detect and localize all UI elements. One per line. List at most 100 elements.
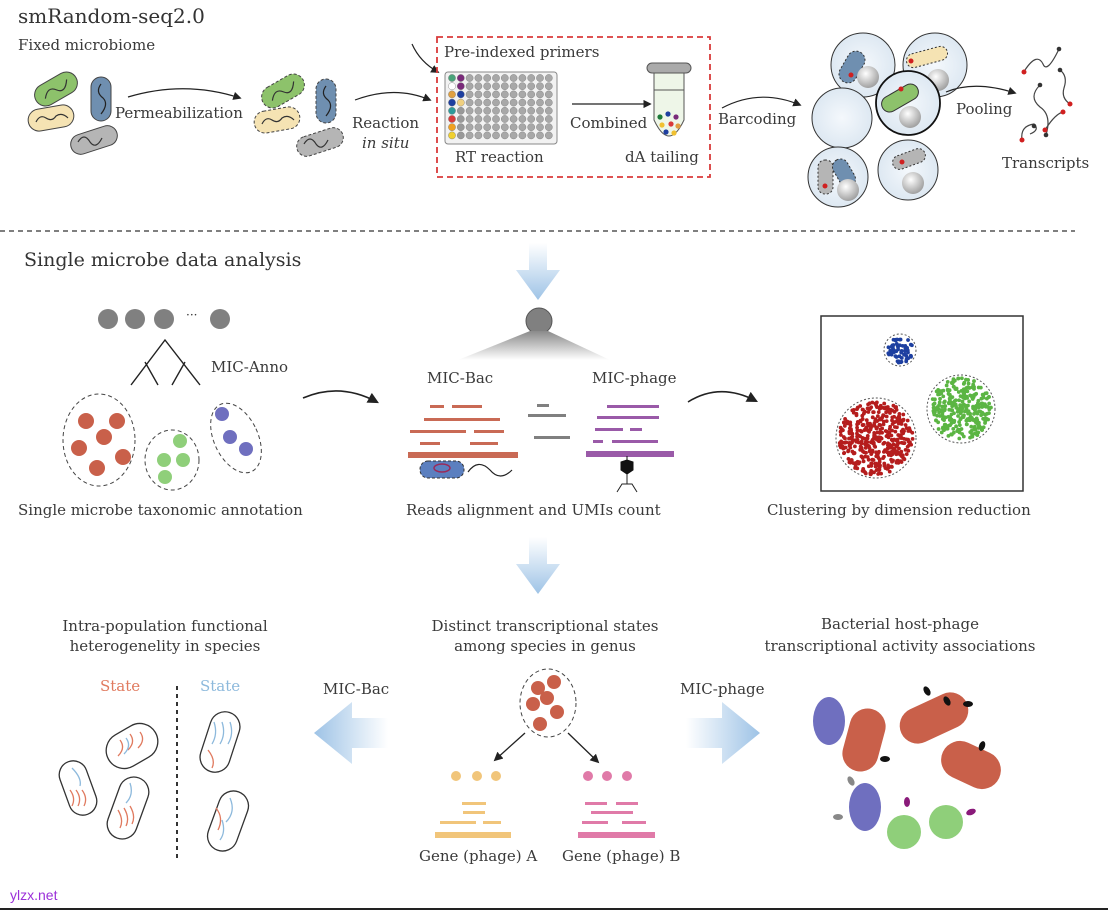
cluster-point	[846, 457, 851, 461]
cluster-point	[872, 434, 877, 439]
gene-a-label: Gene (phage) A	[419, 847, 538, 865]
reads-alignment-label: Reads alignment and UMIs count	[406, 501, 661, 519]
cluster-point	[891, 447, 896, 452]
cluster-point	[884, 419, 889, 423]
cluster-point	[860, 436, 865, 440]
cluster-point	[901, 412, 906, 417]
cluster-point	[904, 452, 909, 457]
cluster-point	[859, 429, 864, 434]
cluster-point	[851, 451, 856, 456]
barcoding-arrow	[721, 96, 802, 109]
cluster-point	[940, 404, 945, 409]
cluster-point	[900, 453, 905, 458]
cluster-point	[902, 457, 907, 462]
cluster-point	[984, 396, 989, 401]
rt-reaction-label: RT reaction	[455, 148, 544, 166]
cluster-point	[842, 424, 847, 428]
well	[518, 115, 527, 123]
primer-arrow	[411, 43, 440, 73]
cluster-point	[949, 396, 953, 400]
cluster-point	[984, 416, 989, 421]
cluster-point	[972, 427, 976, 432]
cluster-point	[936, 392, 940, 397]
cluster-point	[899, 359, 904, 364]
cluster-point	[953, 402, 958, 407]
cluster-point	[878, 403, 883, 408]
cluster-point	[952, 399, 957, 404]
well	[536, 107, 544, 115]
well	[527, 90, 536, 99]
cluster-point	[874, 468, 879, 473]
anno-to-reads-arrow	[302, 390, 379, 404]
cluster-point	[889, 453, 893, 458]
cluster-point	[858, 444, 863, 449]
cluster-point	[884, 410, 889, 415]
cluster-point	[906, 448, 911, 453]
cluster-point	[886, 441, 890, 446]
cluster-point	[899, 349, 904, 353]
analysis-section-title: Single microbe data analysis	[24, 249, 302, 271]
right-title-line2: transcriptional activity associations	[764, 637, 1036, 655]
well	[465, 98, 474, 107]
cluster-point	[881, 456, 885, 460]
cluster-point	[956, 414, 960, 418]
anno-clusters	[62, 393, 262, 491]
well	[465, 82, 474, 90]
cluster-point	[893, 419, 898, 424]
cluster-point	[872, 430, 877, 435]
cluster-point	[896, 347, 900, 352]
cluster-point	[939, 430, 944, 435]
well	[545, 123, 553, 131]
well	[448, 123, 456, 131]
well	[456, 98, 465, 107]
cluster-point	[889, 350, 894, 355]
well	[527, 98, 536, 107]
cluster-point	[869, 468, 874, 473]
cluster-point	[967, 399, 972, 404]
fixed-bacteria-group	[27, 71, 118, 155]
cluster-point	[938, 414, 943, 418]
cluster-point	[910, 430, 915, 435]
cluster-point	[881, 441, 886, 446]
down-arrow-1	[516, 243, 560, 300]
cluster-point	[839, 445, 844, 449]
well	[509, 115, 518, 123]
cluster-point	[845, 419, 849, 424]
mic-bac-left-arrow	[314, 702, 388, 764]
cluster-point	[841, 435, 846, 439]
transcripts-label: Transcripts	[1002, 154, 1090, 172]
cluster-point	[978, 385, 983, 390]
mic-anno-tree	[98, 309, 230, 386]
well	[474, 123, 483, 131]
well	[545, 115, 553, 123]
well	[474, 98, 483, 107]
cluster-point	[855, 434, 859, 439]
cluster-point	[904, 437, 909, 442]
cluster-point	[939, 391, 944, 396]
cluster-point	[847, 440, 852, 445]
cluster-point	[855, 407, 859, 411]
cluster-point	[864, 418, 869, 423]
cluster-point	[965, 396, 970, 400]
well	[545, 131, 553, 140]
cluster-point	[956, 427, 961, 432]
well	[448, 74, 456, 82]
well	[527, 123, 536, 131]
cluster-point	[987, 401, 992, 406]
cluster-point	[877, 471, 882, 476]
cluster-point	[894, 460, 899, 465]
well	[456, 115, 465, 123]
well	[509, 123, 518, 131]
cluster-point	[896, 421, 901, 426]
cluster-point	[886, 345, 891, 350]
combined-label: Combined	[570, 114, 648, 132]
clustering-label: Clustering by dimension reduction	[767, 501, 1031, 519]
cluster-point	[948, 399, 952, 403]
cluster-point	[938, 396, 942, 401]
cluster-point	[858, 404, 863, 408]
well	[545, 90, 553, 99]
cluster-point	[970, 432, 975, 437]
cluster-point	[877, 430, 882, 435]
cluster-point	[870, 438, 875, 442]
cluster-point	[972, 379, 976, 383]
